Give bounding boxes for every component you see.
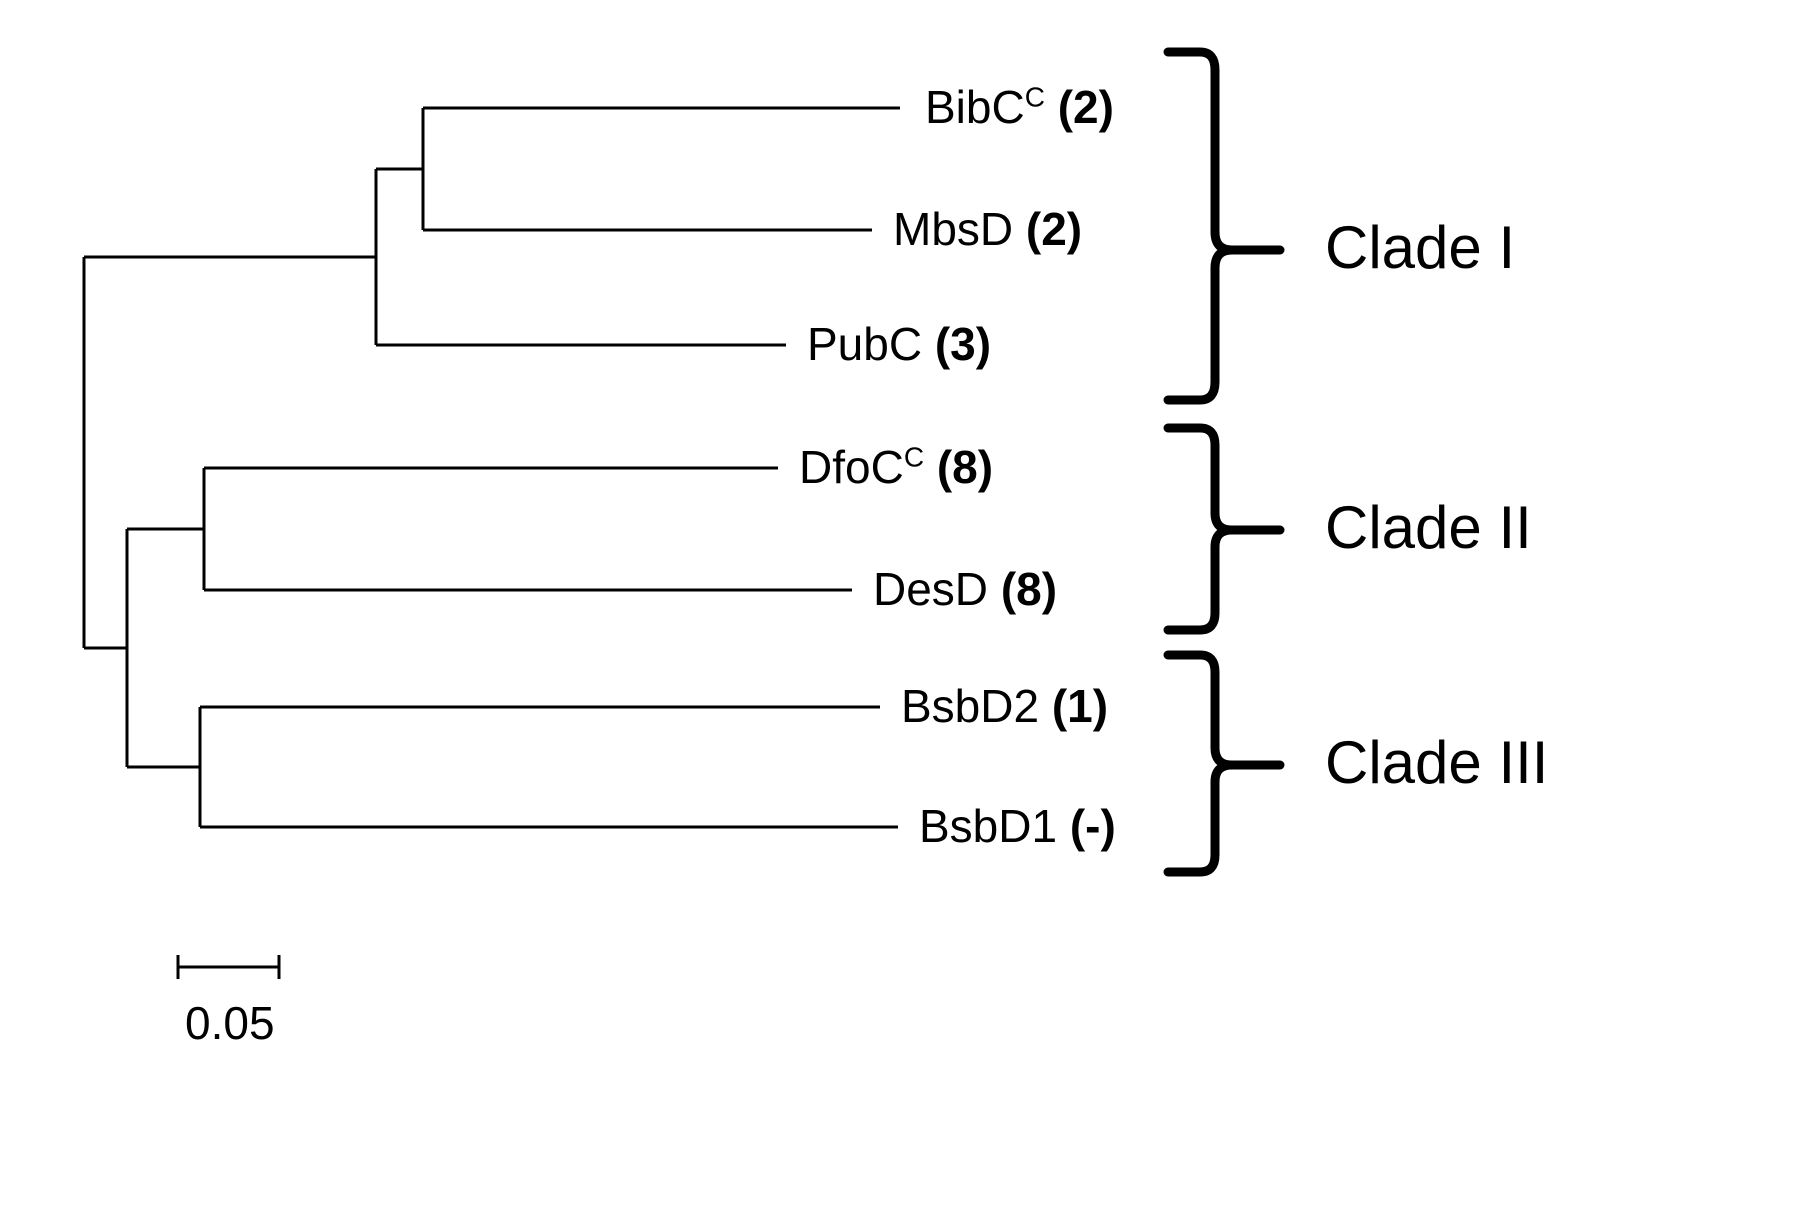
- taxon-label-bsbd2: BsbD2 (1): [901, 683, 1108, 729]
- taxon-superscript-dfoc: C: [903, 441, 925, 473]
- taxon-superscript-bibc: C: [1024, 81, 1045, 113]
- taxon-name-bsbd1: BsbD1: [919, 800, 1058, 852]
- clade-label-iii: Clade III: [1325, 729, 1549, 796]
- taxon-name-dfoc: DfoC: [799, 441, 904, 493]
- taxon-count-mbsd: (2): [1025, 203, 1083, 255]
- taxon-label-desd: DesD (8): [873, 566, 1057, 612]
- taxon-name-bibc: BibC: [925, 81, 1025, 133]
- taxon-count-bibc: (2): [1057, 81, 1114, 133]
- taxon-name-pubc: PubC: [807, 318, 923, 370]
- taxon-count-bsbd1: (-): [1069, 800, 1116, 852]
- taxon-count-desd: (8): [1000, 563, 1058, 615]
- taxon-name-desd: DesD: [873, 563, 989, 615]
- taxon-label-bibc: BibCC (2): [925, 81, 1114, 133]
- clade-label-i: Clade I: [1325, 214, 1516, 281]
- taxon-count-pubc: (3): [934, 318, 992, 370]
- taxon-label-bsbd1: BsbD1 (-): [919, 803, 1116, 849]
- taxon-name-bsbd2: BsbD2: [901, 680, 1040, 732]
- taxon-label-dfoc: DfoCC (8): [799, 441, 994, 493]
- taxon-label-pubc: PubC (3): [807, 321, 991, 367]
- taxon-count-dfoc: (8): [936, 441, 994, 493]
- taxon-name-mbsd: MbsD: [893, 203, 1014, 255]
- taxon-label-mbsd: MbsD (2): [893, 206, 1082, 252]
- scale-bar-label: 0.05: [185, 997, 275, 1049]
- taxon-count-bsbd2: (1): [1051, 680, 1109, 732]
- clade-label-ii: Clade II: [1325, 494, 1532, 561]
